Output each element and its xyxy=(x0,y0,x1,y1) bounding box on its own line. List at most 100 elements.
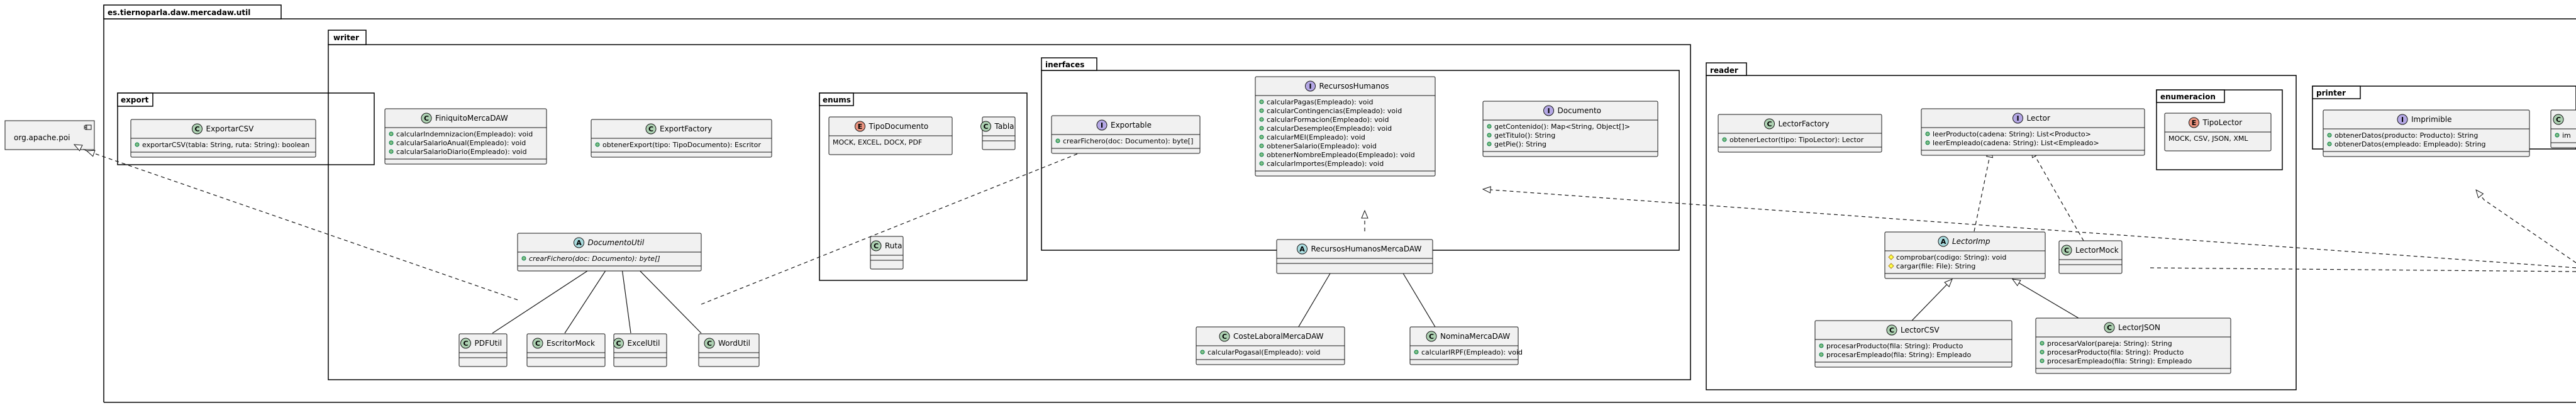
class-member: calcularPogasal(Empleado): void xyxy=(1208,348,1320,356)
class-kind-icon xyxy=(460,338,471,349)
class-kind-icon xyxy=(870,240,882,251)
public-visibility-icon xyxy=(389,140,394,145)
class-name: Imprimible xyxy=(2411,115,2451,124)
class-name: WordUtil xyxy=(718,339,750,348)
class-member: leerProducto(cadena: String): List<Produ… xyxy=(1933,130,2091,138)
class-member: exportarCSV(tabla: String, ruta: String)… xyxy=(142,141,309,149)
class-member: getContenido(): Map<String, Object[]> xyxy=(1494,123,1630,131)
class-kind-icon xyxy=(980,121,991,132)
kind-letter: C xyxy=(194,125,199,133)
package-enumeracion: enumeracion xyxy=(2156,89,2283,170)
interface-kind-icon xyxy=(2397,114,2408,125)
class-member: procesarEmpleado(fila: String): Empleado xyxy=(2047,357,2192,365)
class-kind-icon xyxy=(1886,324,1897,336)
class-name: ExportarCSV xyxy=(206,124,255,133)
class-printer-partial[interactable]: Cim xyxy=(2550,109,2576,148)
class-kind-icon xyxy=(421,113,432,124)
classes-layer: C ExportarCSV exportarCSV(tabla: String, r… xyxy=(130,76,2576,374)
edge-lectormock-lector xyxy=(2031,150,2084,241)
component-name: org.apache.poi xyxy=(14,133,70,142)
class-member: obtenerLector(tipo: TipoLector): Lector xyxy=(1729,136,1864,144)
interface-kind-icon xyxy=(2012,113,2023,124)
class-member: calcularPagas(Empleado): void xyxy=(1267,98,1374,106)
package-enums: enums xyxy=(819,92,1028,281)
edge-documento-implementor xyxy=(1483,189,2576,268)
edge-lectorimp-lector xyxy=(1974,150,1991,232)
kind-letter: I xyxy=(1547,107,1550,115)
class-member: obtenerExport(tipo: TipoDocumento): Escr… xyxy=(602,141,761,149)
protected-visibility-icon xyxy=(1888,254,1894,260)
class-exportar-csv[interactable]: C ExportarCSV exportarCSV(tabla: String, r… xyxy=(130,119,316,158)
class-member: calcularIRPF(Empleado): void xyxy=(1421,348,1523,356)
class-name: DocumentoUtil xyxy=(588,238,645,247)
package-reader: reader xyxy=(1706,62,2297,390)
public-visibility-icon xyxy=(2327,141,2332,146)
public-visibility-icon xyxy=(595,142,600,147)
edge-to-printer-implementor xyxy=(2149,267,2576,272)
interface-kind-icon xyxy=(1543,105,1554,116)
class-member: obtenerNombreEmpleado(Empleado): void xyxy=(1267,151,1415,159)
package-name: export xyxy=(121,96,149,104)
kind-letter: C xyxy=(535,339,540,348)
class-kind-icon xyxy=(704,338,715,349)
edge-escritormock-documentoutil xyxy=(564,259,613,334)
public-visibility-icon xyxy=(1259,126,1264,131)
edge-documentoutil-exportable xyxy=(701,135,1126,305)
enum-kind-icon xyxy=(855,121,865,132)
public-visibility-icon xyxy=(1819,343,1824,348)
class-member: calcularSalarioDiario(Empleado): void xyxy=(396,148,527,156)
abstract-kind-icon xyxy=(1297,243,1307,255)
class-name: LectorJSON xyxy=(2118,323,2160,332)
package-name: inerfaces xyxy=(1045,60,1084,69)
class-kind-icon xyxy=(613,338,624,349)
class-name: Lector xyxy=(2027,114,2051,123)
kind-letter: C xyxy=(983,123,988,131)
kind-letter: C xyxy=(616,339,621,348)
enum-kind-icon xyxy=(2189,117,2199,128)
class-name: TipoLector xyxy=(2202,118,2243,127)
public-visibility-icon xyxy=(135,142,140,147)
class-member: obtenerSalario(Empleado): void xyxy=(1267,142,1377,150)
public-visibility-icon xyxy=(521,256,526,261)
kind-letter: C xyxy=(2107,324,2112,332)
class-tabla[interactable]: C Tabla xyxy=(980,116,1016,150)
public-visibility-icon xyxy=(1925,131,1930,136)
interface-kind-icon xyxy=(1305,80,1316,92)
class-member: calcularContingencias(Empleado): void xyxy=(1267,107,1402,115)
package-name: reader xyxy=(1710,66,1738,75)
public-visibility-icon xyxy=(1259,135,1264,140)
class-name: Exportable xyxy=(1111,121,1152,130)
kind-letter: A xyxy=(1941,238,1946,246)
kind-letter: C xyxy=(1222,333,1227,341)
public-visibility-icon xyxy=(1487,133,1492,138)
public-visibility-icon xyxy=(2327,133,2332,138)
kind-letter: A xyxy=(576,239,582,247)
class-name: Tabla xyxy=(994,122,1014,131)
edge-imprimible-implementor xyxy=(2476,190,2576,263)
class-member: im xyxy=(2562,131,2571,140)
kind-letter: C xyxy=(1767,120,1772,128)
